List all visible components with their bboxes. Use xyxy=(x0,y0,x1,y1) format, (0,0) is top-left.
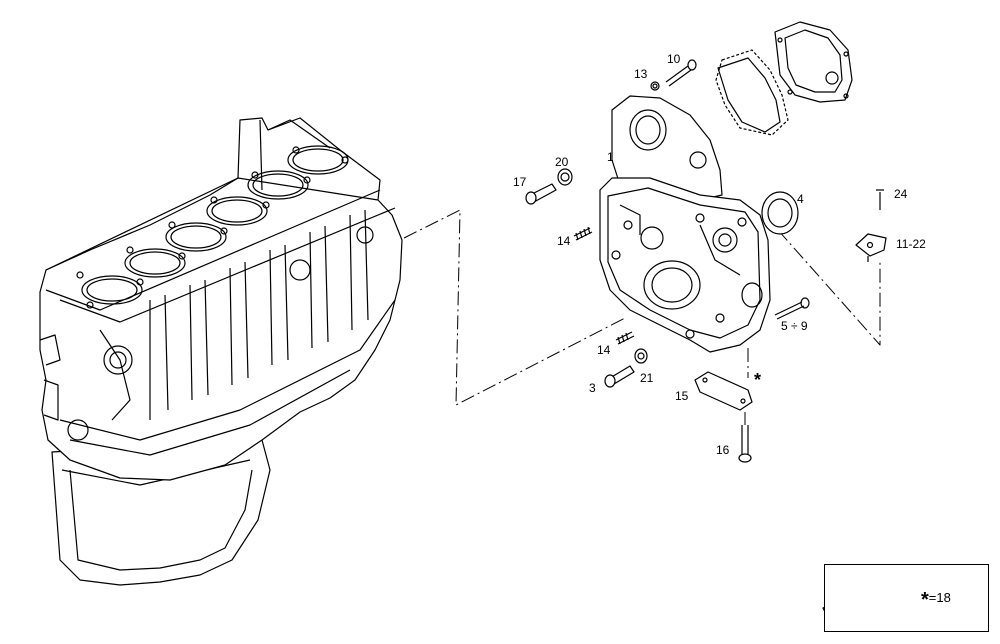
label-part-13: 13 xyxy=(634,67,648,81)
washer-13 xyxy=(650,81,660,91)
label-part-11-22: 11-22 xyxy=(896,237,926,251)
cover-gaskets xyxy=(715,21,853,136)
legend-text: *=18 xyxy=(921,589,951,612)
stud-14-lower xyxy=(615,331,635,345)
label-part-17: 17 xyxy=(513,175,527,189)
legend-value: =18 xyxy=(928,590,951,605)
label-part-15: 15 xyxy=(675,389,689,403)
label-part-1: 1 xyxy=(607,150,614,164)
washer-20 xyxy=(557,168,573,186)
legend-star: * xyxy=(921,589,929,611)
label-part-4: 4 xyxy=(797,192,804,206)
bolt-5-9 xyxy=(774,297,810,320)
bolt-16 xyxy=(738,425,752,463)
label-part-16: 16 xyxy=(716,443,730,457)
timing-cover xyxy=(599,95,771,353)
label-part-21: 21 xyxy=(640,371,654,385)
seal-ring-4 xyxy=(761,191,799,235)
label-part-3: 3 xyxy=(589,381,596,395)
label-part-24: 24 xyxy=(894,187,908,201)
bolt-10 xyxy=(665,59,697,87)
legend-box: *=18 xyxy=(824,564,989,632)
washer-21 xyxy=(634,348,648,364)
stud-14-upper xyxy=(573,226,593,241)
plate-15 xyxy=(694,371,753,411)
screw-17 xyxy=(525,183,557,205)
bolt-24 xyxy=(876,189,884,210)
label-part-10: 10 xyxy=(667,52,681,66)
label-part-20: 20 xyxy=(555,155,569,169)
label-part-14-upper: 14 xyxy=(557,234,571,248)
guide-lines xyxy=(403,209,881,425)
label-star-marker: * xyxy=(754,370,761,390)
label-part-5-9: 5 ÷ 9 xyxy=(781,319,808,333)
engine-block xyxy=(39,117,403,586)
screw-3 xyxy=(604,365,635,388)
label-part-14-lower: 14 xyxy=(597,343,611,357)
part-labels: 1 3 4 5 ÷ 9 10 11-22 13 14 14 15 16 17 2… xyxy=(513,52,926,457)
plate-11-22 xyxy=(855,233,887,262)
